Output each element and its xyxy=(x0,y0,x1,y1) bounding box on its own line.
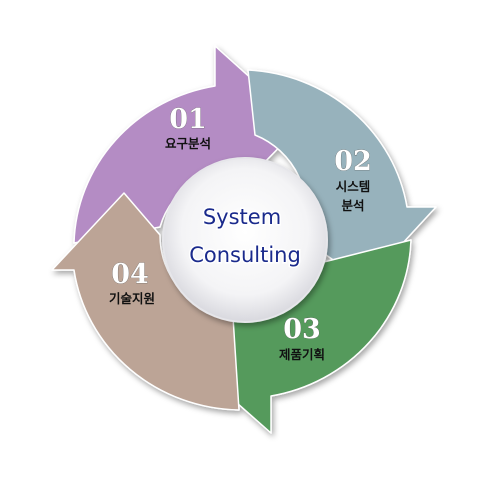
step-03-number: 03 xyxy=(283,314,321,345)
step-04-label: 기술지원 xyxy=(109,291,155,306)
center-title-line2: Consulting xyxy=(189,243,301,267)
step-02-number: 02 xyxy=(334,146,372,177)
step-02-label-line1: 시스템 xyxy=(336,179,371,194)
step-02-arrow xyxy=(247,69,437,284)
center-circle xyxy=(162,157,328,323)
step-03-label: 제품기획 xyxy=(279,347,325,362)
step-01-label: 요구분석 xyxy=(165,136,211,151)
step-02-label-line2: 분석 xyxy=(341,198,364,213)
step-01-number: 01 xyxy=(169,104,207,135)
step-04-number: 04 xyxy=(111,259,149,290)
center-title-line1: System xyxy=(203,205,281,229)
